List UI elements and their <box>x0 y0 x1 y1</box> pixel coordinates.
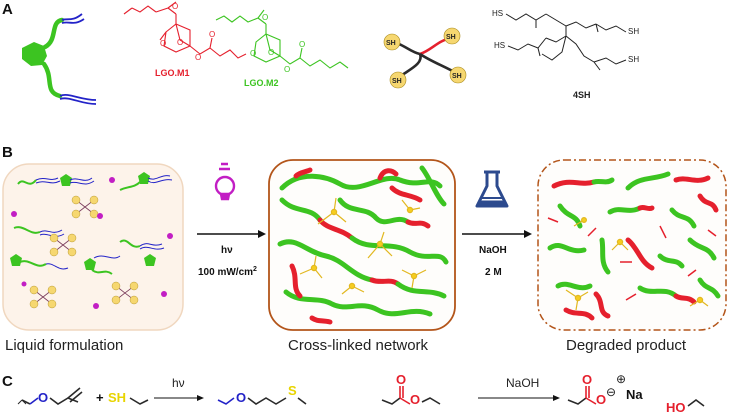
flask-icon <box>475 170 509 208</box>
lgo-m1-structure <box>123 1 247 59</box>
base-label: NaOH <box>479 245 507 256</box>
arrow-3 <box>154 395 204 401</box>
degraded-box <box>537 159 727 331</box>
network-box <box>268 159 456 331</box>
lgo-m2-structure <box>215 9 349 69</box>
thiol-structure <box>505 13 627 71</box>
arrow-2 <box>462 230 532 238</box>
m1-o1: O <box>172 2 178 11</box>
m2-o5: O <box>299 40 305 49</box>
thiol-hs-left: HS <box>494 41 505 50</box>
plus-sign: + <box>96 390 104 405</box>
sh-ball-2: SH <box>446 34 456 41</box>
ether-o: O <box>38 390 48 405</box>
lgo-m1-label: LGO.M1 <box>155 68 190 78</box>
minus-charge: ⊖ <box>606 385 616 399</box>
product-s: S <box>288 383 297 398</box>
thioether-product <box>217 397 307 405</box>
intensity-sup: 2 <box>253 266 257 273</box>
thiol-sh-bottom: SH <box>628 55 639 64</box>
bulb-icon <box>214 162 236 201</box>
monomer-schematic <box>22 13 97 105</box>
arrow-4 <box>478 395 560 401</box>
m1-o3: O <box>177 38 183 47</box>
m2-o4: O <box>284 65 290 74</box>
sodium-label: Na <box>626 387 643 402</box>
carboxylate <box>567 386 597 405</box>
carboxylate-o1: O <box>582 372 592 387</box>
ester-o-carbonyl: O <box>396 372 406 387</box>
liquid-formulation-caption: Liquid formulation <box>5 337 123 354</box>
intensity-label: 100 mW/cm2 <box>198 266 257 278</box>
c-base-label: NaOH <box>506 376 539 390</box>
allyl-ether <box>17 387 83 405</box>
m2-o3: O <box>268 48 274 57</box>
conc-label: 2 M <box>485 267 502 278</box>
product-o: O <box>236 390 246 405</box>
m1-o5: O <box>209 30 215 39</box>
thiol-hs-top: HS <box>492 9 503 18</box>
m2-o1: O <box>262 13 268 22</box>
thiol-tail <box>129 397 149 405</box>
ester-o: O <box>410 392 420 407</box>
panel-c-letter: C <box>2 373 13 390</box>
sh-ball-1: SH <box>386 40 396 47</box>
alcohol-tail <box>687 399 705 407</box>
core-heptagon <box>22 42 47 66</box>
thiol-sh: SH <box>108 390 126 405</box>
c-light-label: hν <box>172 376 185 390</box>
m2-o2: O <box>250 49 256 58</box>
arrow-1 <box>197 230 266 238</box>
carboxylate-o2: O <box>596 392 606 407</box>
network-caption: Cross-linked network <box>288 337 429 354</box>
sh-ball-3: SH <box>392 78 402 85</box>
thiol-schematic: SH SH SH SH <box>383 27 467 89</box>
light-label: hν <box>221 245 233 256</box>
liquid-formulation-box <box>2 163 184 331</box>
degraded-caption: Degraded product <box>566 337 687 354</box>
alcohol-ho: HO <box>666 400 686 415</box>
lgo-m2-label: LGO.M2 <box>244 78 279 88</box>
sh-ball-4: SH <box>452 73 462 80</box>
thiol-label: 4SH <box>573 90 591 100</box>
panel-a-letter: A <box>2 1 13 18</box>
thiol-sh-right: SH <box>628 27 639 36</box>
m1-o4: O <box>195 53 201 62</box>
intensity-value: 100 mW/cm <box>198 267 253 278</box>
ester <box>381 386 441 405</box>
panel-b-letter: B <box>2 144 13 161</box>
m1-o2: O <box>160 39 166 48</box>
plus-charge: ⊕ <box>616 372 626 386</box>
